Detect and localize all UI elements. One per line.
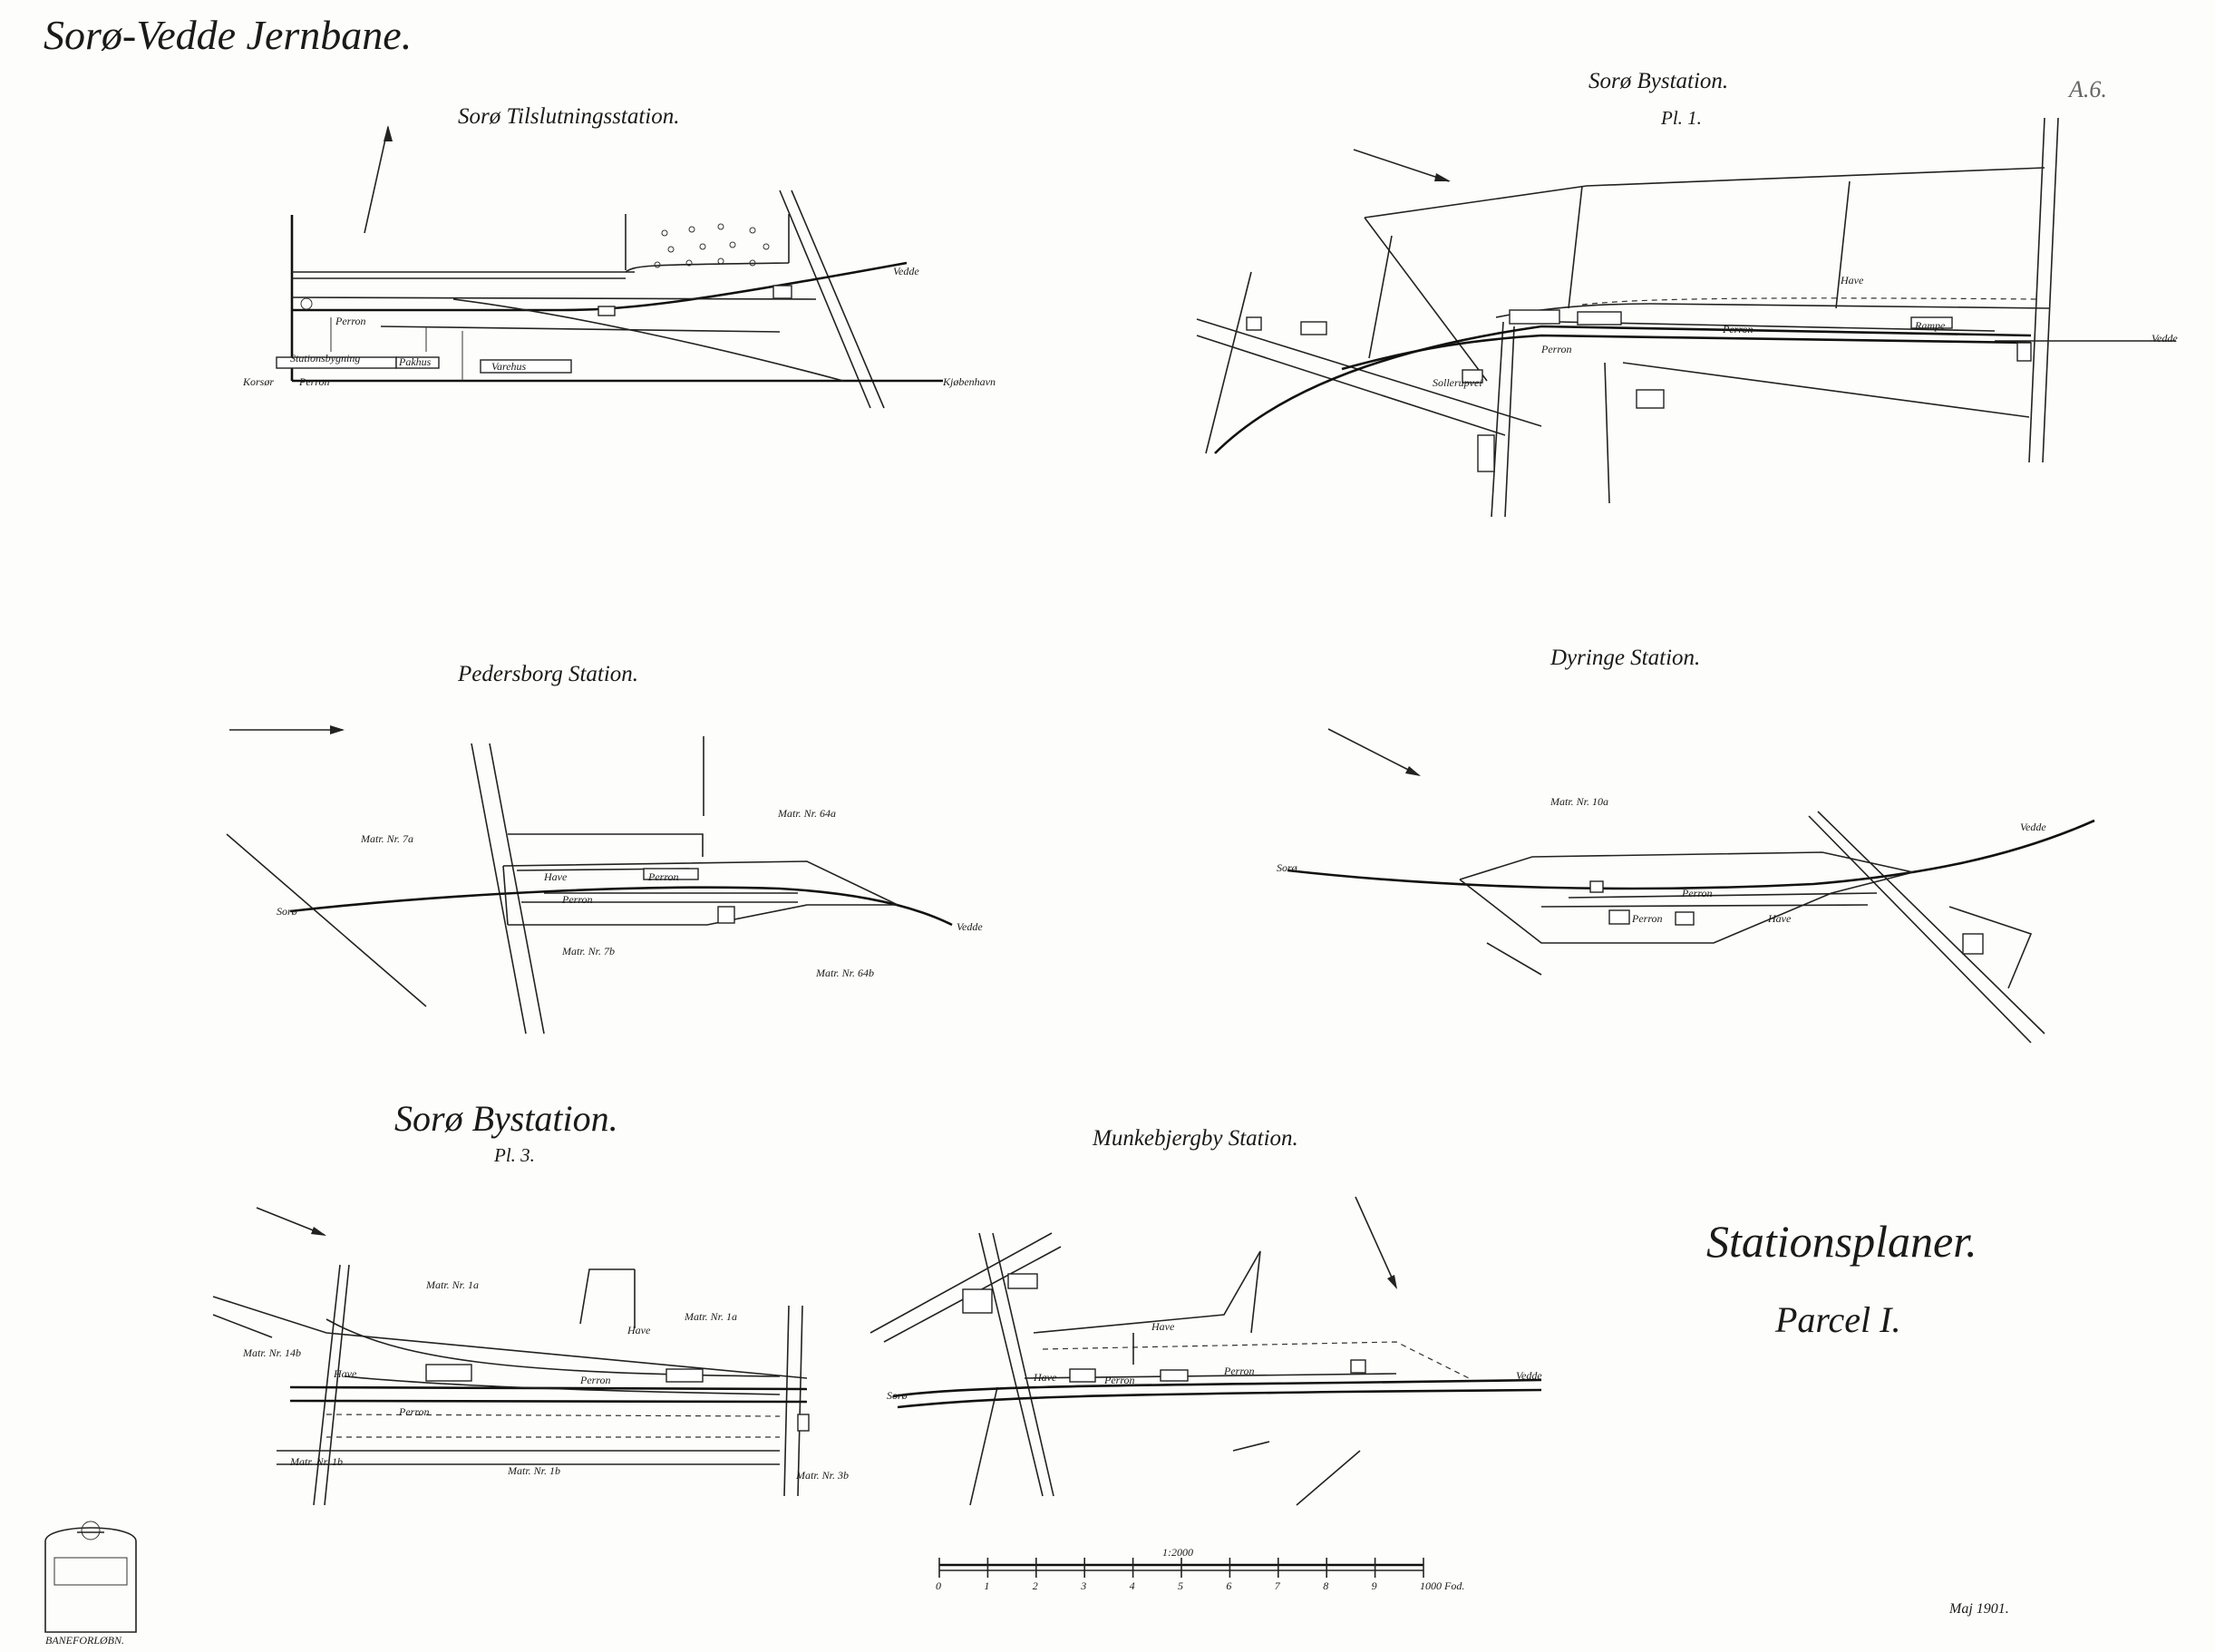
scale-tick-label: 8 [1323,1579,1329,1592]
plan-bystation-1-drawing [1196,117,2176,518]
north-arrow-icon [1327,728,1420,776]
label-matr: Matr. Nr. 1b [290,1455,344,1468]
label-stationsbygning: Stationsbygning [290,352,361,364]
label-have: Have [1768,912,1792,925]
plan-bystation-3-drawing [212,1207,810,1506]
plan-munkebjergby-drawing [869,1196,1542,1506]
scale-tick-label: 7 [1274,1579,1280,1592]
scale-tick-label: 1000 Fod. [1420,1579,1465,1592]
label-pakhus: Pakhus [399,355,432,368]
label-vedde: Vedde [2152,332,2178,345]
label-matr: Matr. Nr. 64b [816,967,875,979]
plan-dyringe-drawing [1287,728,2095,1044]
label-perron: Perron [1224,1365,1255,1377]
scale-tick-label: 1 [984,1579,990,1592]
label-varehus: Varehus [491,360,527,373]
label-matr: Matr. Nr. 7b [562,945,616,957]
label-have: Have [1034,1371,1057,1384]
label-soro: Sorø [1277,861,1297,874]
label-matr: Matr. Nr. 10a [1550,795,1609,808]
summary-title: Stationsplaner. [1706,1216,1977,1267]
label-vedde: Vedde [957,920,983,933]
label-rampe: Rampe [1915,319,1946,332]
stamp-emblem [44,1521,137,1633]
label-perron: Perron [580,1374,611,1386]
label-perron: Perron [1682,887,1713,899]
label-have: Have [627,1324,651,1336]
scale-tick-label: 5 [1178,1579,1183,1592]
label-perron: Perron [562,893,593,906]
scale-tick-label: 0 [936,1579,941,1592]
label-perron: Perron [1541,343,1572,355]
label-vedde: Vedde [2020,821,2046,833]
label-have: Have [1841,274,1864,287]
label-perron: Perron [1104,1374,1135,1386]
sheet-title: Sorø-Vedde Jernbane. [44,12,413,58]
label-perron: Perron [335,315,366,327]
label-vedde: Vedde [1516,1369,1542,1382]
label-have: Have [1151,1320,1175,1333]
scale-tick-label: 3 [1081,1579,1087,1592]
label-matr: Matr. Nr. 64a [778,807,837,820]
label-matr: Matr. Nr. 1b [508,1464,561,1477]
label-soro: Sorø [277,905,297,918]
scale-tick-label: 2 [1032,1579,1038,1592]
plan-title-dyringe: Dyringe Station. [1550,646,1701,670]
scale-tick-label: 6 [1226,1579,1232,1592]
plan-pedersborg-drawing [226,725,953,1035]
plan-title-pedersborg: Pedersborg Station. [458,662,639,686]
stamp-text: BANEFORLØBN. [45,1634,124,1647]
plan-title-bystation-1: Sorø Bystation. [1588,69,1729,93]
sheet-number: A.6. [2069,76,2107,102]
label-matr: Matr. Nr. 3b [796,1469,850,1482]
label-matr: Matr. Nr. 14b [243,1346,302,1359]
label-korsor: Korsør [243,375,275,388]
plan-subtitle-bystation-3: Pl. 3. [494,1144,535,1166]
scale-bar [938,1558,1424,1578]
label-matr: Matr. Nr. 1a [685,1310,738,1323]
label-perron: Perron [399,1405,430,1418]
plan-title-bystation-3: Sorø Bystation. [394,1098,618,1139]
north-arrow-icon [1355,1196,1397,1288]
label-perron: Perron [1723,323,1754,335]
label-matr: Matr. Nr. 1a [426,1278,480,1291]
label-soro: Sorø [887,1389,908,1402]
label-vedde: Vedde [893,265,919,277]
label-perron: Perron [648,870,679,883]
plan-title-munkebjergby: Munkebjergby Station. [1093,1126,1298,1151]
plan-subtitle-bystation-1: Pl. 1. [1661,107,1702,129]
label-kjobenhavn: Kjøbenhavn [943,375,996,388]
north-arrow-icon [1353,149,1450,182]
scale-label: 1:2000 [1162,1546,1193,1559]
label-have: Have [544,870,568,883]
scale-tick-label: 9 [1371,1579,1377,1592]
label-sollerupvei: Sollerupvei [1433,376,1482,389]
scale-tick-label: 4 [1129,1579,1135,1592]
label-perron: Perron [299,375,330,388]
label-perron: Perron [1632,912,1663,925]
plan-title-tilslutningsstation: Sorø Tilslutningsstation. [458,104,680,129]
north-arrow-icon [364,126,389,234]
label-have: Have [334,1367,357,1380]
summary-subtitle: Parcel I. [1775,1299,1901,1340]
label-matr: Matr. Nr. 7a [361,832,414,845]
drawing-date: Maj 1901. [1949,1601,2009,1617]
plan-tilslutningsstation-drawing [276,125,943,409]
